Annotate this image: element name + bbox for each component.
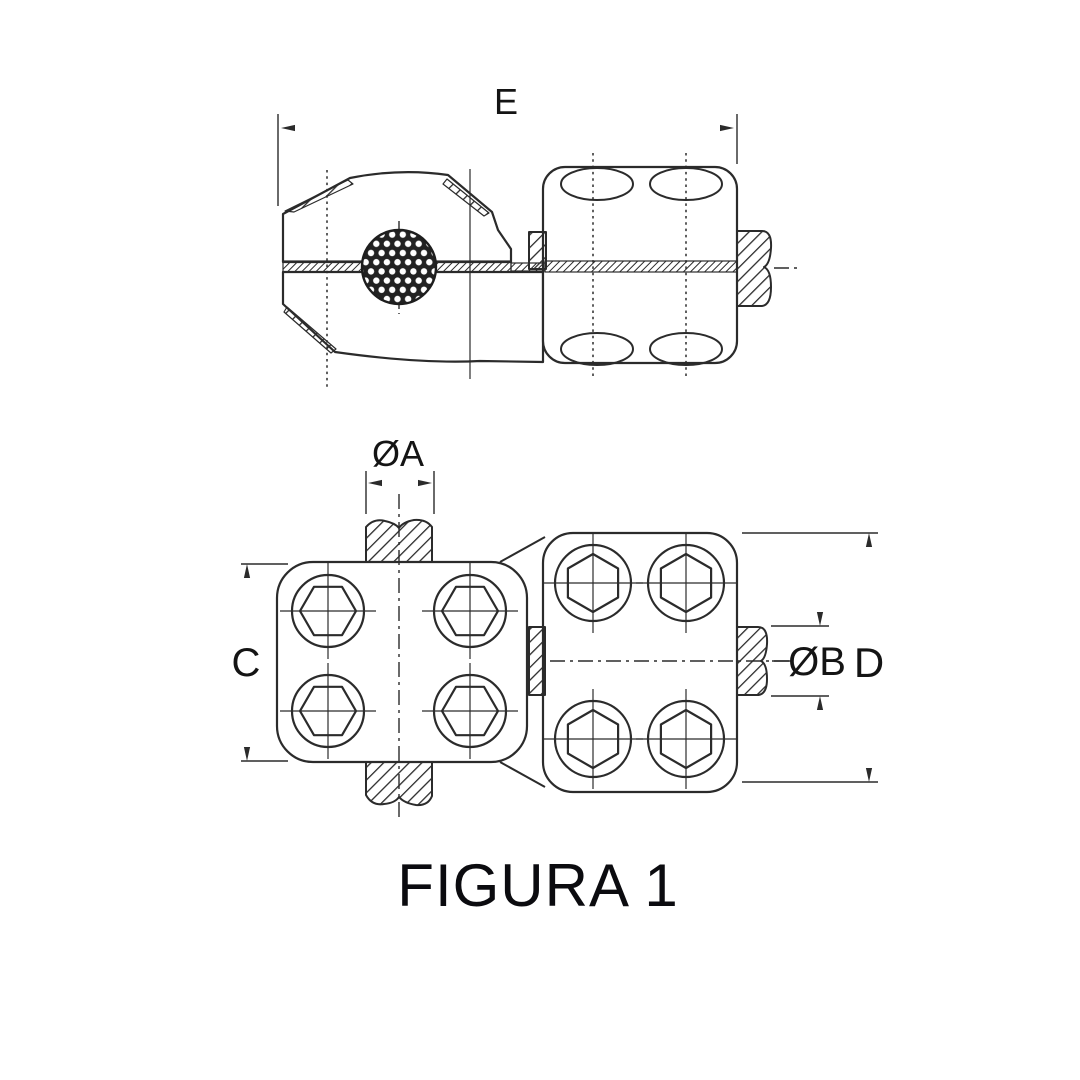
- stud-bolt-head: [736, 230, 773, 307]
- dimension-a: ØA: [365, 433, 435, 514]
- bolt-hex-head: [659, 552, 713, 614]
- bolt-hex-head: [298, 685, 358, 737]
- bolt: [422, 663, 518, 759]
- bolt-hex-head: [659, 708, 713, 770]
- bolt-hex-head: [566, 552, 620, 614]
- dimension-e: E: [277, 81, 738, 206]
- groove-slot: [649, 332, 723, 366]
- conductor-cross-section: [360, 221, 438, 314]
- groove-slot: [560, 167, 634, 201]
- bolt-boss: [290, 673, 366, 749]
- bolt: [636, 533, 736, 633]
- chamfer-sliver: [283, 306, 337, 354]
- bolt-boss: [646, 543, 726, 623]
- left-clamp-body-upper: [281, 171, 513, 264]
- dimension-label-c: C: [232, 641, 261, 685]
- chamfer-sliver: [442, 178, 490, 217]
- bolt-boss: [290, 573, 366, 649]
- bolt-hex-head: [298, 585, 358, 637]
- dimension-label-b: ØB: [788, 640, 846, 684]
- bolt: [543, 689, 643, 789]
- left-clamp-body-plan: [275, 560, 529, 764]
- bottom-view: ØA: [232, 433, 884, 822]
- bolt: [636, 689, 736, 789]
- bolt-boss: [553, 699, 633, 779]
- top-view: E: [277, 81, 802, 389]
- figure-caption: FIGURA 1: [397, 852, 678, 919]
- groove-slot: [560, 332, 634, 366]
- bolt-hex-head: [440, 585, 500, 637]
- bolt: [422, 563, 518, 659]
- bolt-boss: [432, 673, 508, 749]
- clamp-seam: [544, 260, 738, 273]
- bolt-boss: [432, 573, 508, 649]
- taper-edge: [499, 761, 546, 788]
- bolt: [280, 563, 376, 659]
- dimension-b: ØB: [771, 612, 846, 710]
- dimension-c: C: [232, 563, 288, 762]
- dimension-label-d: D: [854, 639, 884, 686]
- dimension-label-e: E: [494, 81, 518, 122]
- left-clamp-body-lower: [281, 270, 545, 364]
- bolt: [280, 663, 376, 759]
- bolt-hex-head: [440, 685, 500, 737]
- right-clamp-body-plan: [541, 531, 739, 794]
- bolt: [543, 533, 643, 633]
- washer-block: [528, 626, 546, 696]
- dimension-d: D: [742, 532, 884, 783]
- bolt-hex-head: [566, 708, 620, 770]
- dimension-label-a: ØA: [372, 433, 424, 474]
- bolt-boss: [553, 543, 633, 623]
- washer-block: [528, 231, 547, 270]
- stranded-cable: [360, 228, 438, 306]
- taper-edge: [499, 536, 546, 563]
- bolt-boss: [646, 699, 726, 779]
